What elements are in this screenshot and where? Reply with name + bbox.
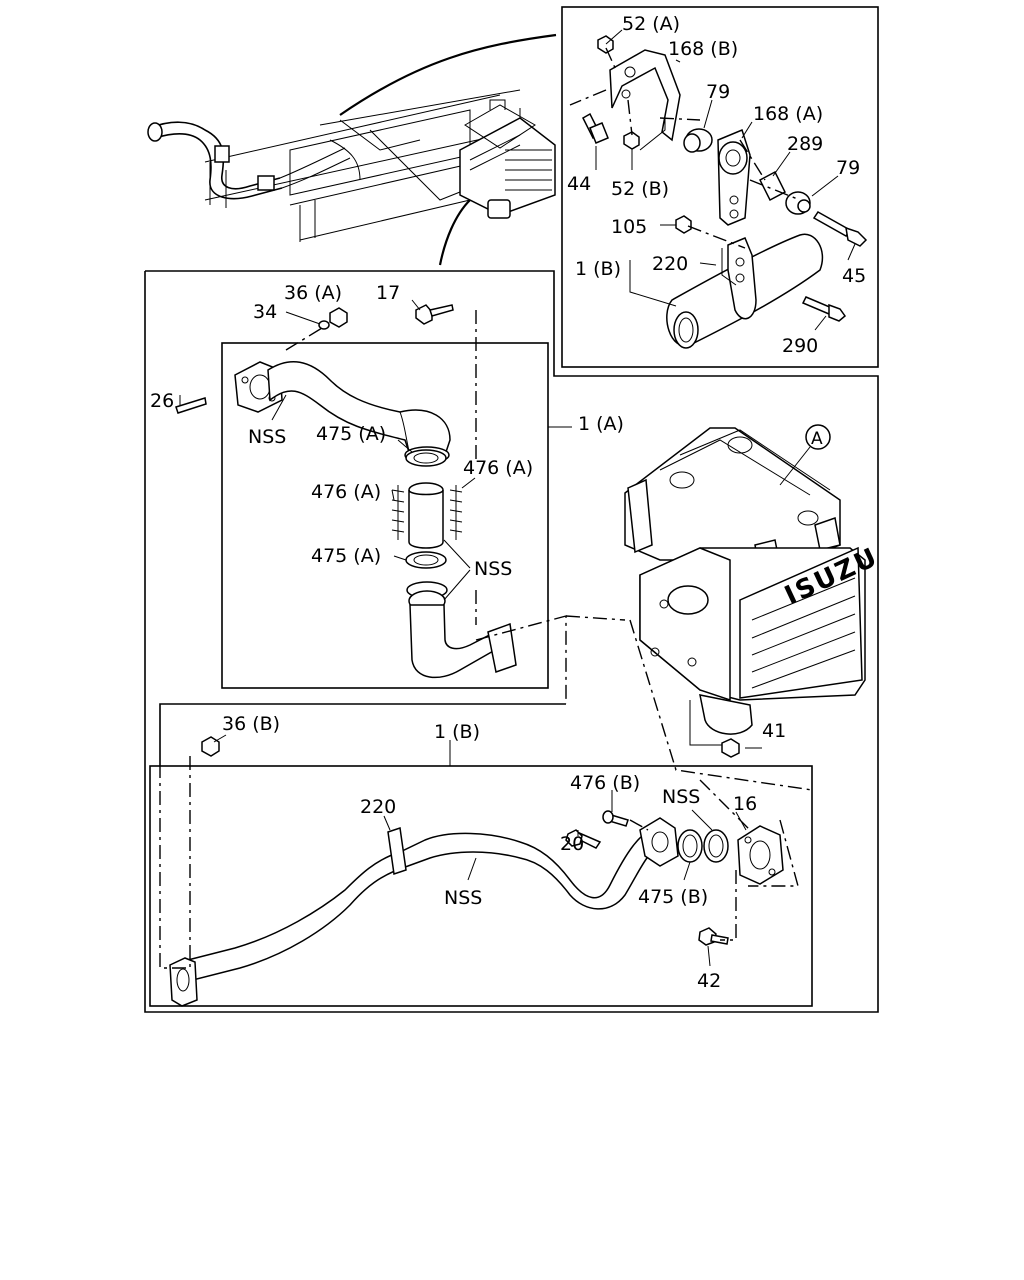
label-52b: 52 (B) bbox=[611, 178, 669, 200]
muffler-assembly: ISUZU A bbox=[624, 424, 883, 758]
exhaust-pipe-b bbox=[169, 736, 784, 1007]
label-476b: 476 (B) bbox=[570, 772, 640, 794]
label-168b: 168 (B) bbox=[668, 38, 738, 60]
label-36b: 36 (B) bbox=[222, 713, 280, 735]
exhaust-pipe-a bbox=[175, 304, 517, 679]
label-289: 289 bbox=[787, 133, 823, 155]
frame-top-detail bbox=[561, 6, 879, 368]
label-nss-1: NSS bbox=[248, 426, 286, 448]
label-17: 17 bbox=[376, 282, 400, 304]
frame-pipe-a bbox=[221, 342, 549, 689]
frame-pipe-b-outer bbox=[159, 703, 566, 766]
label-42: 42 bbox=[697, 970, 721, 992]
label-nss-4: NSS bbox=[444, 887, 482, 909]
label-nss-3: NSS bbox=[662, 786, 700, 808]
callout-curve-bottom bbox=[438, 199, 471, 266]
label-1b-bottom: 1 (B) bbox=[434, 721, 480, 743]
label-290: 290 bbox=[782, 335, 818, 357]
hanger-bracket-detail bbox=[569, 35, 868, 349]
label-105: 105 bbox=[611, 216, 647, 238]
label-475b: 475 (B) bbox=[638, 886, 708, 908]
label-45: 45 bbox=[842, 265, 866, 287]
label-36a: 36 (A) bbox=[284, 282, 342, 304]
label-44: 44 bbox=[567, 173, 591, 195]
label-callout-a: A bbox=[811, 429, 823, 449]
label-16: 16 bbox=[733, 793, 757, 815]
label-26: 26 bbox=[150, 390, 174, 412]
label-475a-upper: 475 (A) bbox=[316, 423, 386, 445]
label-41: 41 bbox=[762, 720, 786, 742]
callout-curve-top bbox=[339, 33, 557, 116]
label-79-upper: 79 bbox=[706, 81, 730, 103]
label-79-lower: 79 bbox=[836, 157, 860, 179]
leaders-pipe-a bbox=[179, 299, 572, 601]
assembly-lines-a bbox=[285, 310, 813, 791]
label-475a-lower: 475 (A) bbox=[311, 545, 381, 567]
part-labels: 52 (A) 168 (B) 79 168 (A) 289 79 44 52 (… bbox=[150, 13, 866, 992]
frame-main-assembly bbox=[144, 270, 879, 1013]
label-52a: 52 (A) bbox=[622, 13, 680, 35]
label-476a-left: 476 (A) bbox=[311, 481, 381, 503]
frame-pipe-b bbox=[149, 765, 813, 1007]
label-1b-top: 1 (B) bbox=[575, 258, 621, 280]
leaders-pipe-b bbox=[213, 734, 747, 967]
label-1a: 1 (A) bbox=[578, 413, 624, 435]
label-168a: 168 (A) bbox=[753, 103, 823, 125]
label-220-bottom: 220 bbox=[360, 796, 396, 818]
label-20: 20 bbox=[560, 833, 584, 855]
leaders-top-right bbox=[595, 29, 856, 331]
vehicle-chassis-overview bbox=[147, 89, 556, 242]
label-nss-2: NSS bbox=[474, 558, 512, 580]
label-476a-right: 476 (A) bbox=[463, 457, 533, 479]
label-34: 34 bbox=[253, 301, 277, 323]
label-220-top: 220 bbox=[652, 253, 688, 275]
